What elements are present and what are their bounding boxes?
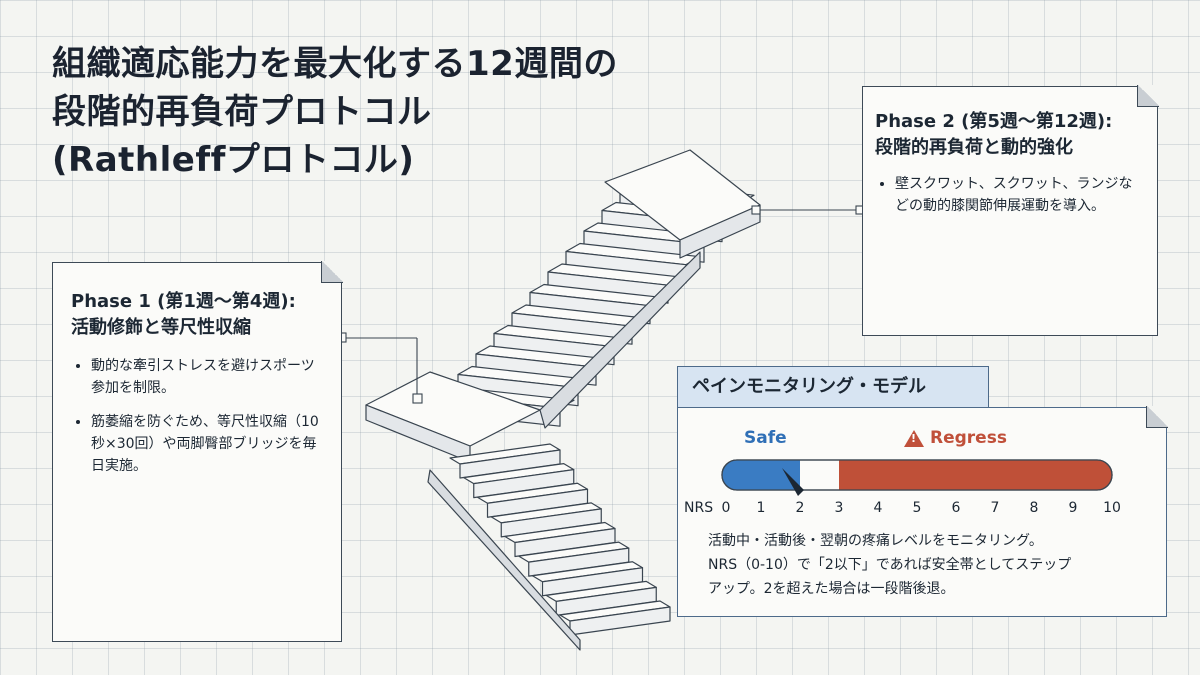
description-line-1: 活動中・活動後・翌朝の疼痛レベルをモニタリング。: [708, 533, 1043, 549]
stair-tread: [457, 365, 593, 389]
phase-1-heading: Phase 1 (第1週〜第4週): 活動修飾と等尺性収縮: [71, 289, 321, 341]
phase-1-heading-line-2: 活動修飾と等尺性収縮: [71, 317, 251, 338]
stair-tread: [547, 263, 683, 286]
stair-tread: [449, 443, 561, 465]
stair-tread: [439, 386, 575, 409]
stair-tread: [476, 482, 589, 504]
top-landing: [604, 149, 761, 241]
stair-tread: [529, 283, 665, 307]
scale-tick-label: 4: [874, 500, 883, 516]
pain-model-card: Safe Regress NRS 0 1 2 3 4 5 6 7 8 9 10 活動中・活動後・翌朝…: [677, 406, 1168, 617]
stair-riser: [619, 189, 741, 222]
page-fold-icon: [321, 261, 343, 283]
stair-riser: [601, 209, 723, 243]
scale-tick-label: 0: [722, 500, 731, 516]
regress-label-group: Regress: [904, 428, 1007, 448]
stair-tread: [493, 324, 629, 348]
stair-tread: [601, 201, 737, 225]
stair-riser: [493, 332, 615, 366]
scale-tick-label: 10: [1103, 500, 1121, 516]
scale-tick-label: 2: [796, 500, 805, 516]
phase-1-bullet: 筋萎縮を防ぐため、等尺性収縮（10秒×30回）や両脚臀部ブリッジを毎日実施。: [91, 411, 321, 477]
stair-tread: [490, 502, 602, 524]
stair-riser: [459, 449, 561, 479]
phase-2-bullet: 壁スクワット、スクワット、ランジなどの動的膝関節伸展運動を導入。: [895, 173, 1143, 217]
regress-label: Regress: [930, 428, 1007, 448]
title-line-3: (Rathleffプロトコル): [52, 140, 415, 180]
phase-1-card: Phase 1 (第1週〜第4週): 活動修飾と等尺性収縮 動的な牽引ストレスを…: [52, 261, 343, 642]
page-fold-icon: [1146, 406, 1168, 428]
phase-2-card: Phase 2 (第5週〜第12週): 段階的再負荷と動的強化 壁スクワット、ス…: [862, 85, 1159, 336]
stair-riser: [486, 488, 589, 518]
stair-stringer: [539, 251, 701, 429]
stair-riser: [583, 230, 705, 263]
stair-tread: [518, 541, 630, 563]
nrs-label: NRS: [684, 500, 713, 516]
phase-1-heading-line-1: Phase 1 (第1週〜第4週):: [71, 291, 296, 312]
page-title: 組織適応能力を最大化する12週間の 段階的再負荷プロトコル (Rathleffプ…: [52, 40, 618, 184]
phase-1-bullet: 動的な牽引ストレスを避けスポーツ参加を制限。: [91, 355, 321, 399]
top-landing-side: [679, 204, 761, 259]
phase-2-heading-line-1: Phase 2 (第5週〜第12週):: [875, 111, 1113, 132]
stair-riser: [529, 291, 651, 325]
stair-riser: [457, 373, 579, 407]
stair-riser: [511, 312, 633, 345]
nrs-scale: NRS 0 1 2 3 4 5 6 7 8 9 10: [684, 459, 1121, 516]
middle-landing: [365, 371, 541, 447]
stair-riser: [439, 394, 561, 427]
scale-tick-label: 1: [757, 500, 766, 516]
stair-stringer: [427, 469, 581, 651]
stair-riser: [565, 250, 687, 284]
phase-2-heading: Phase 2 (第5週〜第12週): 段階的再負荷と動的強化: [875, 109, 1143, 161]
scale-tick-label: 9: [1069, 500, 1078, 516]
title-line-2: 段階的再負荷プロトコル: [52, 92, 432, 132]
description-line-2: NRS（0-10）で「2以下」であれば安全帯としてステップ: [708, 557, 1072, 573]
pain-model-title: ペインモニタリング・モデル: [677, 366, 989, 408]
scale-pointer-icon: [782, 468, 804, 496]
middle-landing-side: [365, 404, 471, 463]
safe-zone-bar: [722, 460, 800, 490]
stair-riser: [475, 353, 597, 386]
scale-tick-label: 3: [835, 500, 844, 516]
stair-riser: [555, 586, 657, 616]
stair-riser: [547, 271, 669, 304]
scale-tick-label: 7: [991, 500, 1000, 516]
stair-tread: [545, 580, 657, 602]
title-line-1: 組織適応能力を最大化する12週間の: [52, 44, 618, 84]
phase-1-bullets: 動的な牽引ストレスを避けスポーツ参加を制限。 筋萎縮を防ぐため、等尺性収縮（10…: [71, 355, 321, 477]
phase-2-bullets: 壁スクワット、スクワット、ランジなどの動的膝関節伸展運動を導入。: [875, 173, 1143, 217]
stair-riser: [514, 527, 616, 558]
pain-model-description: 活動中・活動後・翌朝の疼痛レベルをモニタリング。 NRS（0-10）で「2以下」…: [708, 530, 1128, 602]
page-fold-icon: [1137, 85, 1159, 107]
stair-tread: [565, 242, 701, 266]
stair-riser: [500, 508, 602, 538]
stair-riser: [569, 606, 671, 636]
stair-tread: [475, 345, 611, 368]
stair-tread: [583, 222, 719, 245]
description-line-3: アップ。2を超えた場合は一段階後退。: [708, 581, 955, 597]
scale-tick-label: 5: [913, 500, 922, 516]
regress-zone-bar: [839, 460, 1112, 490]
stair-tread: [559, 600, 671, 622]
stair-riser: [528, 547, 630, 577]
phase-2-heading-line-2: 段階的再負荷と動的強化: [875, 137, 1073, 158]
stair-tread: [531, 561, 644, 583]
scale-tick-label: 8: [1030, 500, 1039, 516]
scale-tick-label: 6: [952, 500, 961, 516]
stair-riser: [473, 469, 575, 499]
scale-outline: [721, 459, 1113, 491]
safe-label: Safe: [744, 428, 787, 448]
warning-icon: [904, 429, 924, 447]
stair-tread: [504, 521, 616, 544]
stair-tread: [619, 181, 755, 204]
stair-tread: [511, 304, 647, 327]
stair-tread: [463, 463, 575, 485]
stair-riser: [541, 567, 644, 597]
